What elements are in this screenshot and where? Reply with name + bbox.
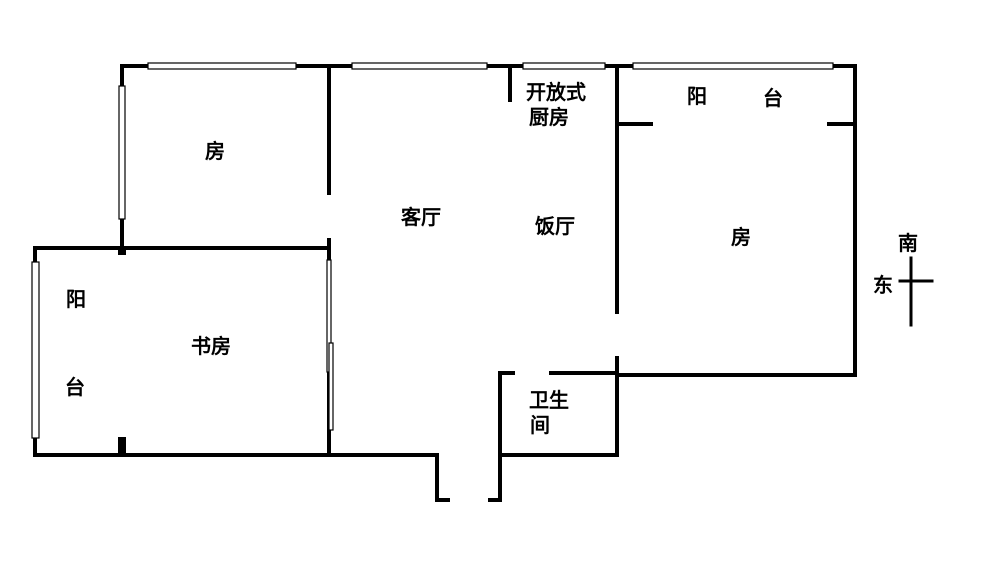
label-living-room: 客厅 [400, 205, 441, 229]
left-balcony-wall [33, 246, 450, 502]
window [351, 62, 488, 70]
entrance-right [488, 371, 515, 502]
label-kitchen-1: 开放式 [526, 80, 586, 104]
compass-east: 东 [873, 273, 893, 297]
label-bedroom-top-left: 房 [205, 139, 225, 163]
compass: 南 东 [873, 231, 934, 327]
top-wall [120, 64, 857, 377]
label-study: 书房 [191, 334, 231, 358]
walls [33, 64, 857, 502]
window [632, 62, 834, 70]
label-balcony-left-1: 阳 [66, 287, 86, 311]
bathroom-wall [498, 371, 619, 457]
pillar [118, 247, 126, 255]
compass-cross [898, 256, 934, 327]
window [118, 85, 126, 220]
label-kitchen-2: 厨房 [529, 105, 569, 129]
window [328, 342, 334, 431]
label-balcony-top-1: 阳 [687, 84, 707, 108]
compass-south: 南 [898, 231, 918, 255]
pillar [118, 437, 126, 455]
label-bedroom-right: 房 [731, 225, 751, 249]
window [522, 62, 606, 70]
label-dining-room: 饭厅 [535, 214, 575, 238]
label-bathroom-2: 间 [530, 413, 550, 437]
label-balcony-top-2: 台 [763, 86, 783, 110]
windows [31, 62, 834, 439]
label-bathroom-1: 卫生 [529, 388, 569, 412]
label-balcony-left-2: 台 [65, 375, 85, 399]
window [31, 261, 40, 439]
room-labels: 房 客厅 开放式 厨房 阳 台 饭厅 房 阳 台 书房 卫生 间 [65, 80, 783, 437]
window [147, 62, 297, 70]
